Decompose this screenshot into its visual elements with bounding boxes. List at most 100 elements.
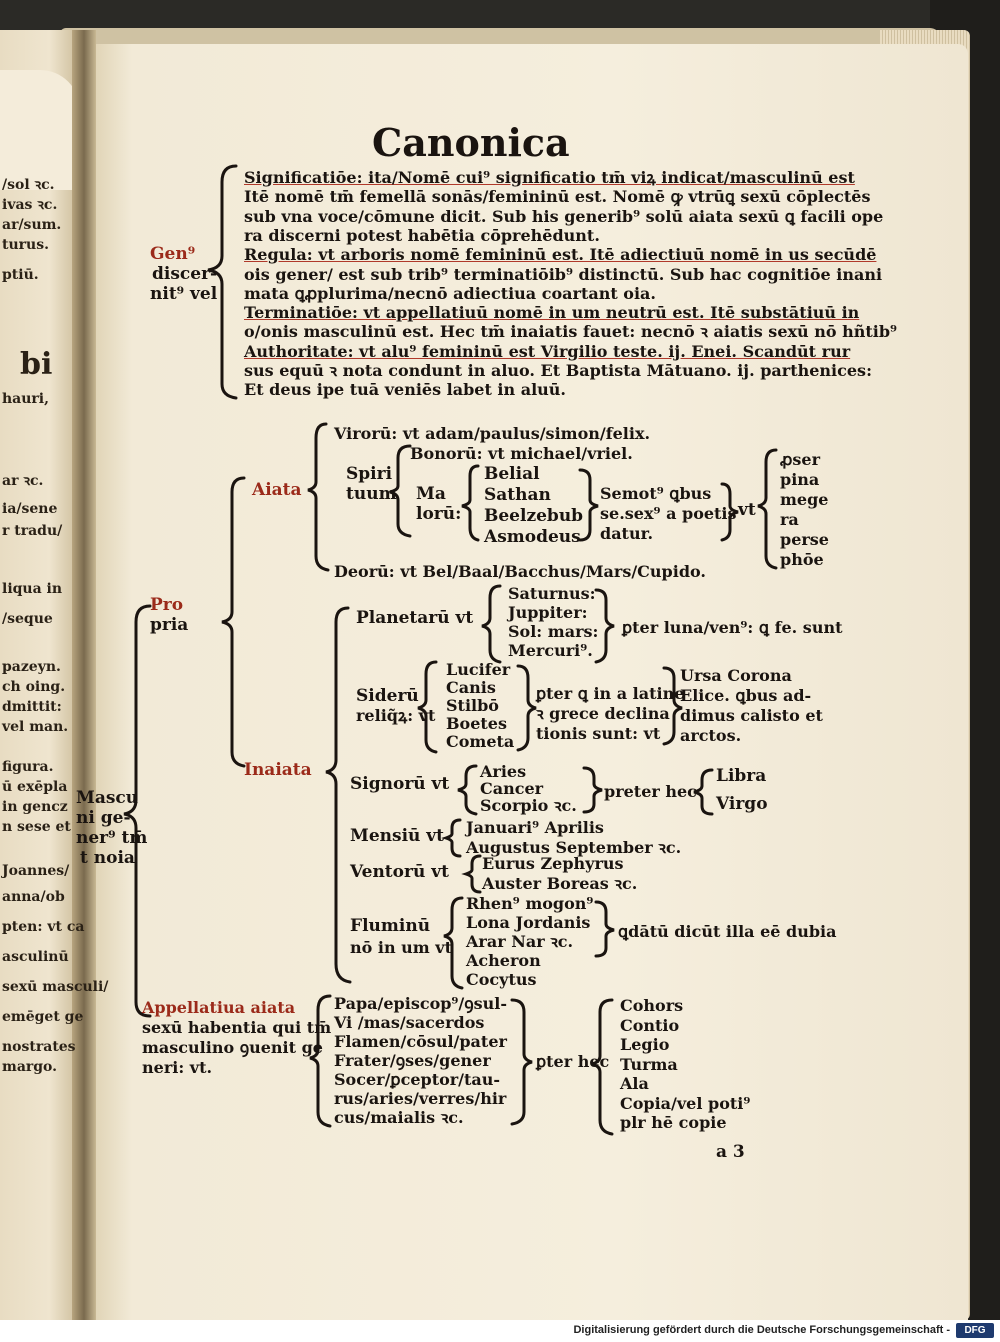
- left-margin-line-26: emēget ge: [2, 1009, 84, 1025]
- wind-2: Auster Boreas ꝛc.: [482, 874, 638, 893]
- left-margin-line-2: ivas ꝛc.: [2, 197, 58, 213]
- genus-line-4: ra discerni potest habētia cōprehēdunt.: [244, 225, 600, 245]
- siderum-label-2: reliq̃ꝝ: vt: [356, 706, 436, 725]
- inaiata-label: Inaiata: [244, 760, 312, 780]
- demons-brace: [578, 468, 599, 542]
- month-1: Januari⁹ Aprilis: [466, 818, 604, 837]
- rivers-right-brace: [594, 900, 615, 958]
- proserpina-line-6: phōe: [780, 550, 824, 569]
- cohors-line-7: plr hē copie: [620, 1113, 727, 1132]
- semot-line-2: se.sex⁹ a poetis: [600, 504, 737, 523]
- month-2: Augustus September ꝛc.: [466, 838, 682, 857]
- star-4: Boetes: [446, 714, 507, 733]
- demon-1: Belial: [484, 464, 540, 484]
- left-margin-line-11: liqua in: [2, 581, 63, 597]
- masc-label-3: ner⁹ tm̄: [76, 828, 148, 848]
- cohors-line-6: Copia/vel poti⁹: [620, 1093, 751, 1113]
- river-4: Acheron: [466, 951, 541, 970]
- semot-brace: [720, 482, 739, 542]
- office-3: Flamen/cōsul/pater: [334, 1032, 507, 1051]
- libra-line-1: Libra: [716, 766, 767, 786]
- left-margin-line-22: anna/ob: [2, 889, 65, 905]
- spiritum-label-2: tuum: [346, 484, 397, 504]
- siderum-label-1: Siderū: [356, 686, 419, 706]
- masc-brace: [123, 604, 152, 1018]
- left-margin-line-16: vel man.: [2, 719, 69, 735]
- star-2: Canis: [446, 678, 496, 697]
- office-7: cus/maialis ꝛc.: [334, 1108, 464, 1127]
- genus-line-7: mata ꝗꝓplurima/necnō adiectiua coartant …: [244, 283, 656, 303]
- latine-line-2: ꝛ grece declina: [536, 704, 670, 723]
- left-margin-line-1: /sol ꝛc.: [2, 177, 55, 193]
- ursa-line-4: arctos.: [680, 726, 742, 745]
- left-margin-line-25: sexū masculi/: [2, 979, 109, 995]
- masc-label-1: Mascu: [76, 788, 139, 808]
- left-margin-line-24: asculinū: [2, 949, 69, 965]
- left-page-fold: [0, 70, 80, 190]
- cohors-line-1: Cohors: [620, 996, 684, 1015]
- proserpina-line-1: ꝓser: [780, 450, 821, 469]
- offices-brace: [309, 994, 332, 1128]
- star-1: Lucifer: [446, 660, 511, 679]
- planets-right-brace: [594, 588, 615, 664]
- genus-label-2: discer-: [152, 264, 218, 284]
- preter-luna-line: ꝑter luna/ven⁹: ꝗ fe. sunt: [622, 618, 843, 637]
- cohors-line-3: Legio: [620, 1035, 670, 1054]
- winds-brace: [461, 854, 482, 894]
- fluminum-label-2: nō in um vt: [350, 938, 452, 957]
- genus-line-3: sub vna voce/cōmune dicit. Sub his gener…: [244, 206, 884, 226]
- river-5: Cocytus: [466, 970, 537, 989]
- malorum-brace: [461, 464, 480, 542]
- book-gutter: [72, 30, 96, 1320]
- ursa-line-2: Elice. ꝗbus ad-: [680, 686, 812, 705]
- sign-2: Cancer: [480, 779, 544, 798]
- planetarum-label: Planetarū vt: [356, 608, 474, 628]
- demon-4: Asmodeus: [484, 527, 581, 547]
- rivers-brace: [443, 896, 464, 990]
- left-margin-line-8: ar ꝛc.: [2, 473, 44, 489]
- signs-brace: [457, 764, 478, 816]
- bonorum-line: Bonorū: vt michael/vriel.: [410, 444, 633, 463]
- wind-1: Eurus Zephyrus: [482, 854, 624, 873]
- appellativa-line-4: neri: vt.: [142, 1058, 213, 1077]
- cohors-brace: [591, 998, 614, 1136]
- genus-line-8: Terminatiōe: vt appellatiuū nomē in um n…: [244, 303, 860, 323]
- planet-4: Mercuri⁹.: [508, 641, 593, 660]
- propria-label-1: Pro: [150, 595, 184, 615]
- left-margin-line-18: ū exēpla: [2, 779, 68, 795]
- river-1: Rhen⁹ mogon⁹: [466, 894, 594, 913]
- cohors-line-4: Turma: [620, 1054, 678, 1074]
- ventorum-label: Ventorū vt: [350, 862, 449, 882]
- footer-credit: Digitalisierung gefördert durch die Deut…: [573, 1324, 950, 1336]
- deorum-line: Deorū: vt Bel/Baal/Bacchus/Mars/Cupido.: [334, 562, 706, 581]
- signorum-label: Signorū vt: [350, 774, 450, 794]
- genus-label-1: Gen⁹: [150, 244, 196, 264]
- latine-line-1: ꝑter ꝗ in a latine: [536, 684, 685, 703]
- latine-right-brace: [662, 666, 683, 746]
- genus-brace: [207, 164, 238, 400]
- vt-label: vt: [738, 500, 756, 520]
- genus-line-12: Et deus ipe tuā veniēs labet in aluū.: [244, 380, 566, 400]
- left-margin-line-14: ch oing.: [2, 679, 66, 695]
- page-mark: a 3: [716, 1142, 745, 1162]
- libra-line-2: Virgo: [716, 794, 768, 814]
- virorum-line: Virorū: vt adam/paulus/simon/felix.: [334, 424, 651, 443]
- office-5: Socer/ꝑceptor/tau-: [334, 1070, 501, 1089]
- office-6: rus/aries/verres/hir: [334, 1089, 507, 1108]
- aiata-label: Aiata: [252, 480, 302, 500]
- proserpina-line-3: mege: [780, 490, 829, 509]
- genus-line-5: Regula: vt arboris nomē femininū est. It…: [244, 245, 877, 265]
- planets-brace: [481, 584, 502, 664]
- river-2: Lona Jordanis: [466, 913, 591, 932]
- appellativa-line-2: sexū habentia qui tm̄: [142, 1018, 332, 1037]
- genus-line-2: Itē nomē tm̄ femellā sonās/femininū est.…: [244, 187, 871, 207]
- appellativa-line-1: Appellatiua aiata: [142, 998, 296, 1017]
- left-margin-line-10: r tradu/: [2, 523, 63, 539]
- proserpina-line-2: pina: [780, 470, 820, 489]
- dfg-logo: DFG: [956, 1323, 994, 1338]
- star-3: Stilbō: [446, 696, 499, 715]
- left-margin-line-3: ar/sum.: [2, 217, 62, 233]
- genus-line-10: Authoritate: vt alu⁹ femininū est Virgil…: [244, 341, 851, 361]
- genus-line-11: sus equū ꝛ nota condunt in aluo. Et Bapt…: [244, 361, 872, 380]
